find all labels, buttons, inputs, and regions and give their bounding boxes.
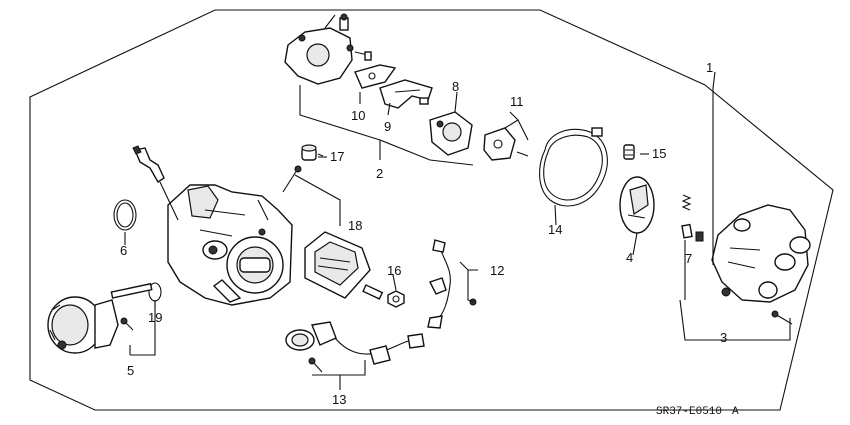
callout-2: 2 — [376, 166, 383, 181]
callout-1: 1 — [706, 60, 713, 75]
callout-11: 11 — [510, 94, 524, 109]
callout-4: 4 — [626, 250, 633, 265]
breaker-plate-part-2 — [284, 14, 353, 85]
bracket-part-9 — [379, 79, 433, 109]
distributor-cap-part-3 — [711, 204, 811, 303]
vacuum-advance-part-5 — [47, 282, 153, 354]
callout-8: 8 — [452, 79, 459, 94]
rotor-pin-part-11 — [483, 127, 529, 161]
screw-part-5 — [120, 317, 134, 331]
screw-part-3 — [771, 310, 793, 325]
lead-clip — [132, 145, 179, 221]
diagram-code: SR37-E0510 — [656, 406, 722, 418]
igniter-part-18 — [304, 231, 384, 300]
callout-7: 7 — [685, 251, 692, 266]
callout-13: 13 — [332, 392, 346, 407]
callout-12: 12 — [490, 263, 504, 278]
callout-17: 17 — [330, 149, 344, 164]
diagram-border — [29, 9, 834, 411]
callout-5: 5 — [127, 363, 134, 378]
o-ring-part-6 — [113, 199, 137, 231]
clamp-part-10 — [354, 64, 397, 89]
callout-18: 18 — [348, 218, 362, 233]
callout-3: 3 — [720, 330, 727, 345]
callout-16: 16 — [387, 263, 401, 278]
lead-assembly-part-13 — [285, 321, 425, 373]
nut-part-16 — [387, 290, 405, 308]
grommet-part-17 — [301, 144, 317, 161]
callout-10: 10 — [351, 108, 365, 123]
spring-part-7 — [681, 194, 704, 242]
callout-15: 15 — [652, 146, 666, 161]
callout-14: 14 — [548, 222, 562, 237]
screw-top — [339, 13, 349, 31]
distributor-housing — [167, 184, 293, 306]
gasket-part-14 — [539, 127, 608, 207]
screw-part-15 — [623, 144, 635, 160]
screw-part-18 — [282, 165, 302, 193]
callout-9: 9 — [384, 119, 391, 134]
rotor-part-4 — [619, 176, 655, 234]
pickup-part-8 — [429, 111, 473, 156]
callout-6: 6 — [120, 243, 127, 258]
screw-mid — [346, 44, 373, 61]
callout-19: 19 — [148, 310, 162, 325]
leader-lines — [124, 71, 791, 390]
wire-harness-part-12 — [427, 239, 477, 329]
diagram-code-suffix: A — [732, 406, 739, 418]
